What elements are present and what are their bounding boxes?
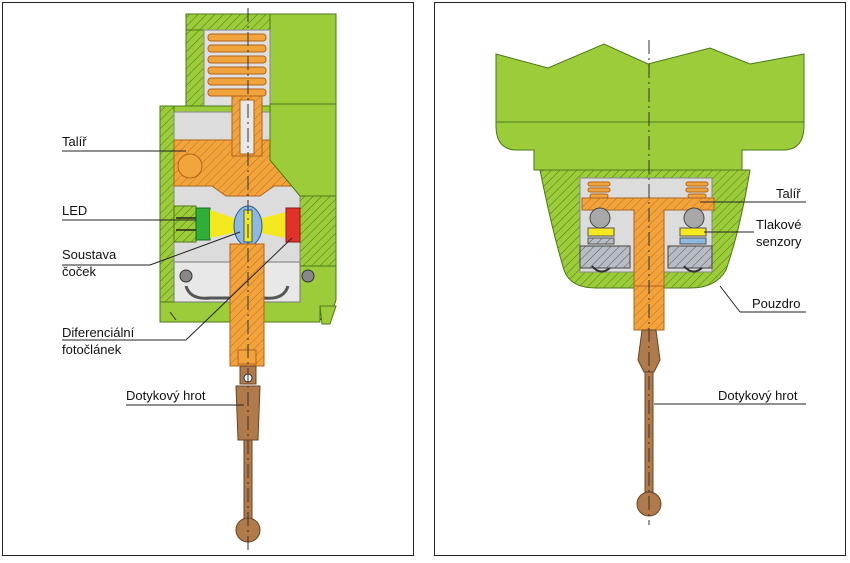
right-leader-lines bbox=[654, 201, 806, 405]
left-housing-wall-right bbox=[299, 195, 337, 267]
left-lower-shaft bbox=[229, 243, 265, 367]
right-springs bbox=[587, 181, 709, 199]
label-plate-right: Talíř bbox=[776, 186, 801, 201]
label-stylus-left: Dotykový hrot bbox=[126, 388, 206, 403]
label-photocell-line1: Diferenciální bbox=[62, 325, 135, 340]
left-spindle-core bbox=[239, 99, 255, 155]
right-support-left bbox=[579, 245, 631, 269]
left-probe bbox=[62, 8, 337, 552]
label-sensors-line2: senzory bbox=[756, 234, 802, 249]
right-top-cap bbox=[495, 43, 805, 171]
left-lower-shaft-nut bbox=[237, 349, 257, 365]
left-led-housing bbox=[173, 205, 197, 243]
left-ball-right bbox=[301, 269, 315, 283]
left-ball-left bbox=[179, 269, 193, 283]
label-lens-line2: čoček bbox=[62, 264, 96, 279]
left-base-rod-left bbox=[184, 285, 230, 300]
right-sensor-right bbox=[679, 227, 707, 237]
label-lens-line1: Soustava bbox=[62, 247, 117, 262]
right-sensor-left bbox=[587, 227, 615, 237]
left-led bbox=[195, 207, 211, 241]
label-photocell-line2: fotočlánek bbox=[62, 342, 122, 357]
right-ball-left bbox=[589, 207, 611, 229]
label-stylus-right: Dotykový hrot bbox=[718, 388, 798, 403]
left-housing-wall-left bbox=[159, 105, 175, 303]
right-support-right bbox=[667, 245, 713, 269]
left-plate-ball bbox=[177, 153, 203, 179]
label-led: LED bbox=[62, 203, 88, 218]
left-leader-lines bbox=[62, 150, 293, 406]
left-front-cover bbox=[269, 103, 337, 197]
left-upper-housing-top bbox=[185, 13, 271, 31]
label-plate-left: Talíř bbox=[62, 134, 87, 149]
right-probe bbox=[495, 40, 806, 525]
label-sensors-line1: Tlakové bbox=[756, 217, 802, 232]
label-housing: Pouzdro bbox=[752, 296, 801, 311]
right-ball-right bbox=[683, 207, 705, 229]
left-spring bbox=[207, 33, 267, 97]
left-photocell bbox=[285, 207, 301, 243]
